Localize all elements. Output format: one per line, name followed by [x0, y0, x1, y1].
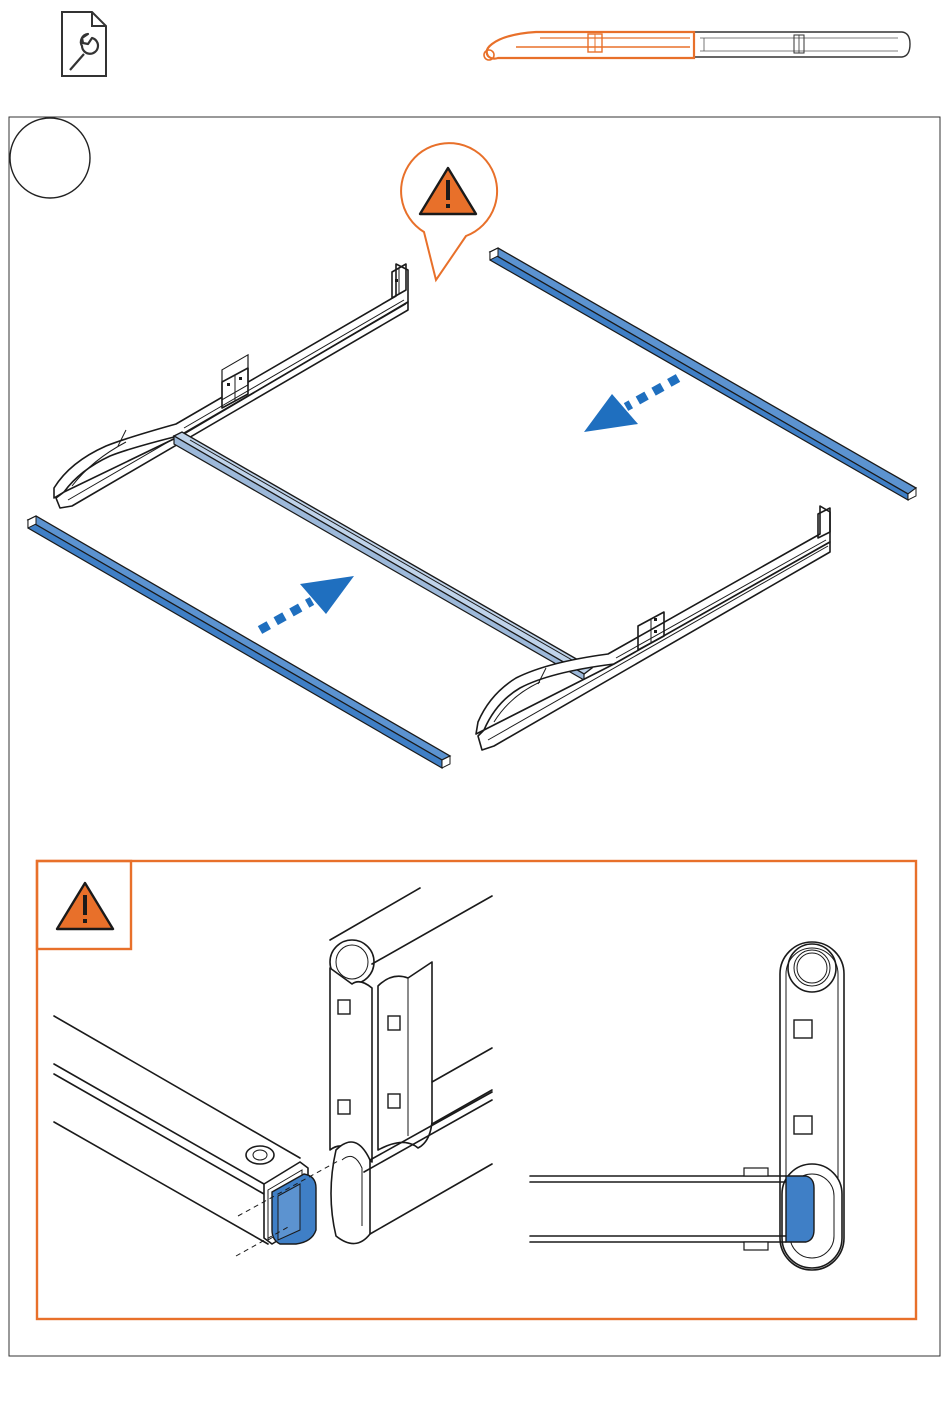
insert-arrow-left: [260, 576, 354, 630]
blue-slat-right: [490, 248, 916, 500]
warning-callout: [401, 143, 497, 280]
bed-frame-side-rail-overview: [484, 32, 910, 60]
wrench-document-icon: [62, 12, 106, 76]
warning-triangle-icon: [57, 883, 113, 929]
insert-arrow-right: [584, 378, 678, 432]
step-number-badge: [10, 118, 90, 198]
connector-top-detail: [530, 942, 844, 1270]
right-side-rail: [476, 506, 830, 750]
connector-perspective-detail: [54, 888, 492, 1256]
